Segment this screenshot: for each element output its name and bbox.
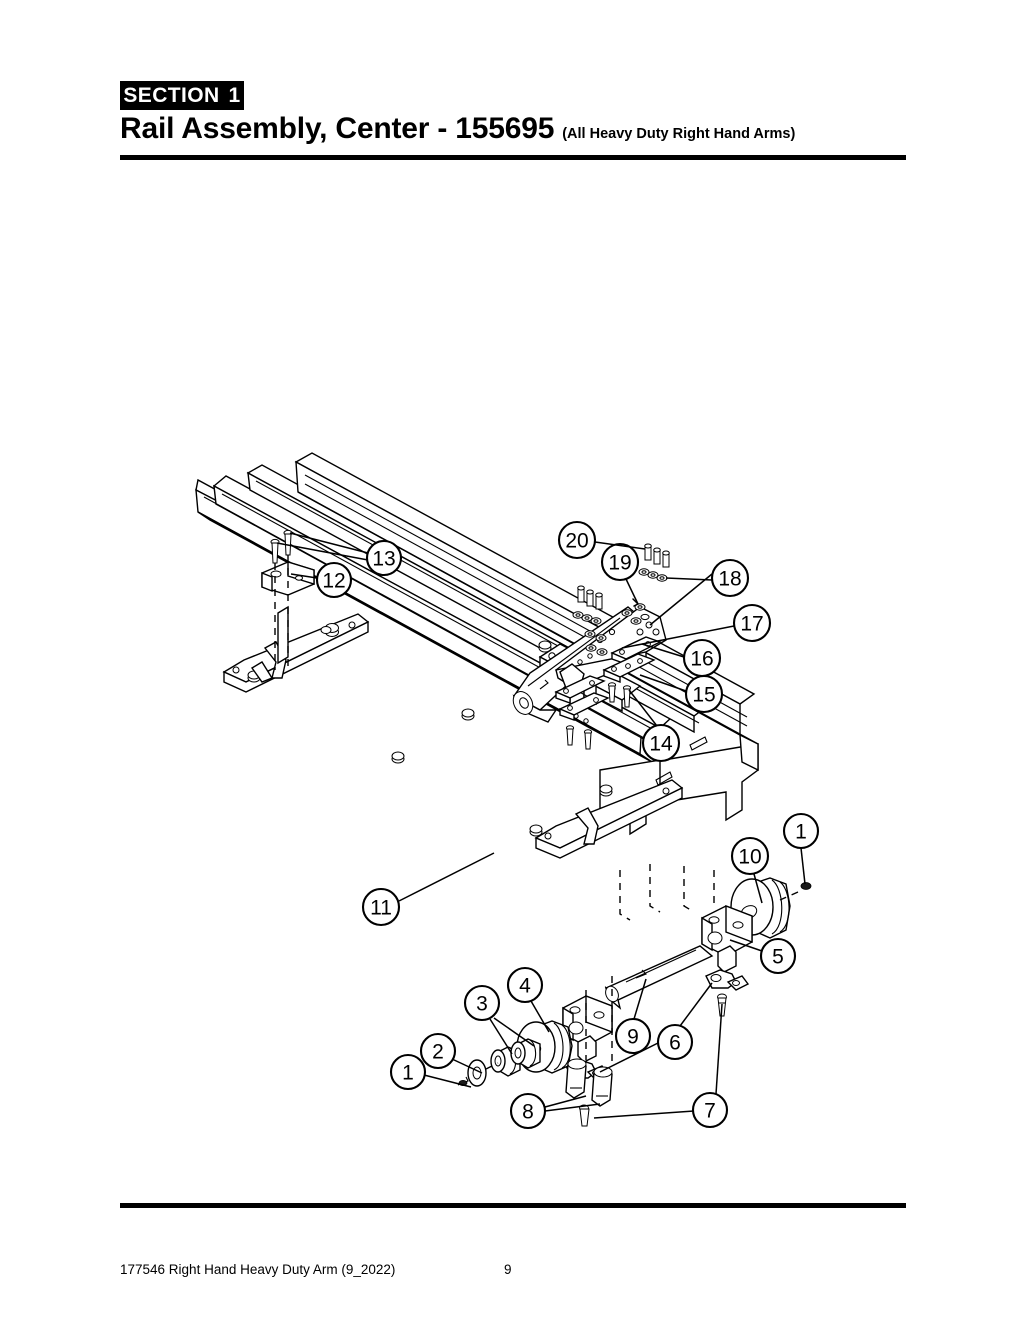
clamp-6 <box>705 969 750 991</box>
bolt-14a <box>607 682 617 703</box>
sleeve-8b <box>591 1066 613 1107</box>
bolt-lower <box>579 1104 590 1127</box>
callout-label: 17 <box>740 613 763 636</box>
callout-layer: 1 1 2 3 <box>276 520 820 1130</box>
bearing-block-5 <box>701 904 753 973</box>
callout-9: 9 <box>614 978 652 1055</box>
callout-label: 11 <box>370 897 392 920</box>
callout-3: 3 <box>463 984 535 1055</box>
washer-2 <box>467 1059 487 1087</box>
callout-label: 3 <box>476 993 488 1016</box>
callout-label: 14 <box>649 733 673 756</box>
callout-label: 16 <box>690 648 713 671</box>
exploded-assembly-diagram: 1 1 2 3 <box>0 170 1024 1190</box>
callout-6: 6 <box>599 982 713 1073</box>
callout-label: 9 <box>627 1026 639 1049</box>
footer-divider <box>120 1203 906 1208</box>
callout-13: 13 <box>276 532 403 577</box>
callout-label: 12 <box>322 570 345 593</box>
callout-label: 10 <box>738 846 761 869</box>
page-title-main: Rail Assembly, Center - 155695 <box>120 112 555 145</box>
callout-label: 6 <box>669 1032 681 1055</box>
footer-page-number: 9 <box>504 1262 512 1277</box>
section-badge: SECTION 1 <box>120 81 244 110</box>
sleeve-8a <box>565 1058 587 1099</box>
page-title: Rail Assembly, Center - 155695 (All Heav… <box>120 112 795 146</box>
page-title-qualifier: (All Heavy Duty Right Hand Arms) <box>562 126 796 142</box>
callout-label: 19 <box>608 552 631 575</box>
callout-12: 12 <box>290 561 353 599</box>
callout-1-lower: 1 <box>389 1053 472 1091</box>
callout-18: 18 <box>649 558 750 626</box>
footer-document-reference: 177546 Right Hand Heavy Duty Arm (9_2022… <box>120 1262 396 1277</box>
fastener-cluster-mid-left <box>572 585 608 656</box>
callout-label: 1 <box>795 821 807 844</box>
callout-label: 4 <box>519 975 531 998</box>
callout-label: 1 <box>402 1062 414 1085</box>
fastener-cluster-top-right <box>638 543 670 582</box>
callout-label: 2 <box>432 1041 444 1064</box>
callout-label: 5 <box>772 946 784 969</box>
callout-label: 15 <box>692 684 715 707</box>
bushing-3b <box>510 1038 541 1069</box>
callout-5: 5 <box>729 937 797 975</box>
callout-2: 2 <box>419 1032 483 1074</box>
callout-1: 1 <box>782 812 820 885</box>
callout-16: 16 <box>641 638 722 678</box>
section-badge-number: 1 <box>228 83 241 107</box>
bolt-14b <box>622 685 632 708</box>
callout-14: 14 <box>628 689 681 763</box>
callout-15: 15 <box>639 674 724 714</box>
callout-4: 4 <box>506 966 550 1033</box>
callout-8: 8 <box>509 1092 601 1130</box>
callout-label: 20 <box>565 530 588 553</box>
callout-7: 7 <box>593 1003 729 1129</box>
callout-10: 10 <box>730 836 770 904</box>
callout-label: 13 <box>372 548 395 571</box>
guide-bar-9 <box>604 945 714 1010</box>
callout-label: 7 <box>704 1100 716 1123</box>
diagram-geometry <box>195 452 812 1127</box>
section-badge-label: SECTION <box>123 83 220 107</box>
callout-19: 19 <box>600 542 640 607</box>
callout-label: 18 <box>718 568 741 591</box>
callout-20: 20 <box>557 520 646 560</box>
callout-11: 11 <box>361 852 495 927</box>
header-divider <box>120 155 906 160</box>
callout-label: 8 <box>522 1101 534 1124</box>
callout-17: 17 <box>621 603 772 649</box>
